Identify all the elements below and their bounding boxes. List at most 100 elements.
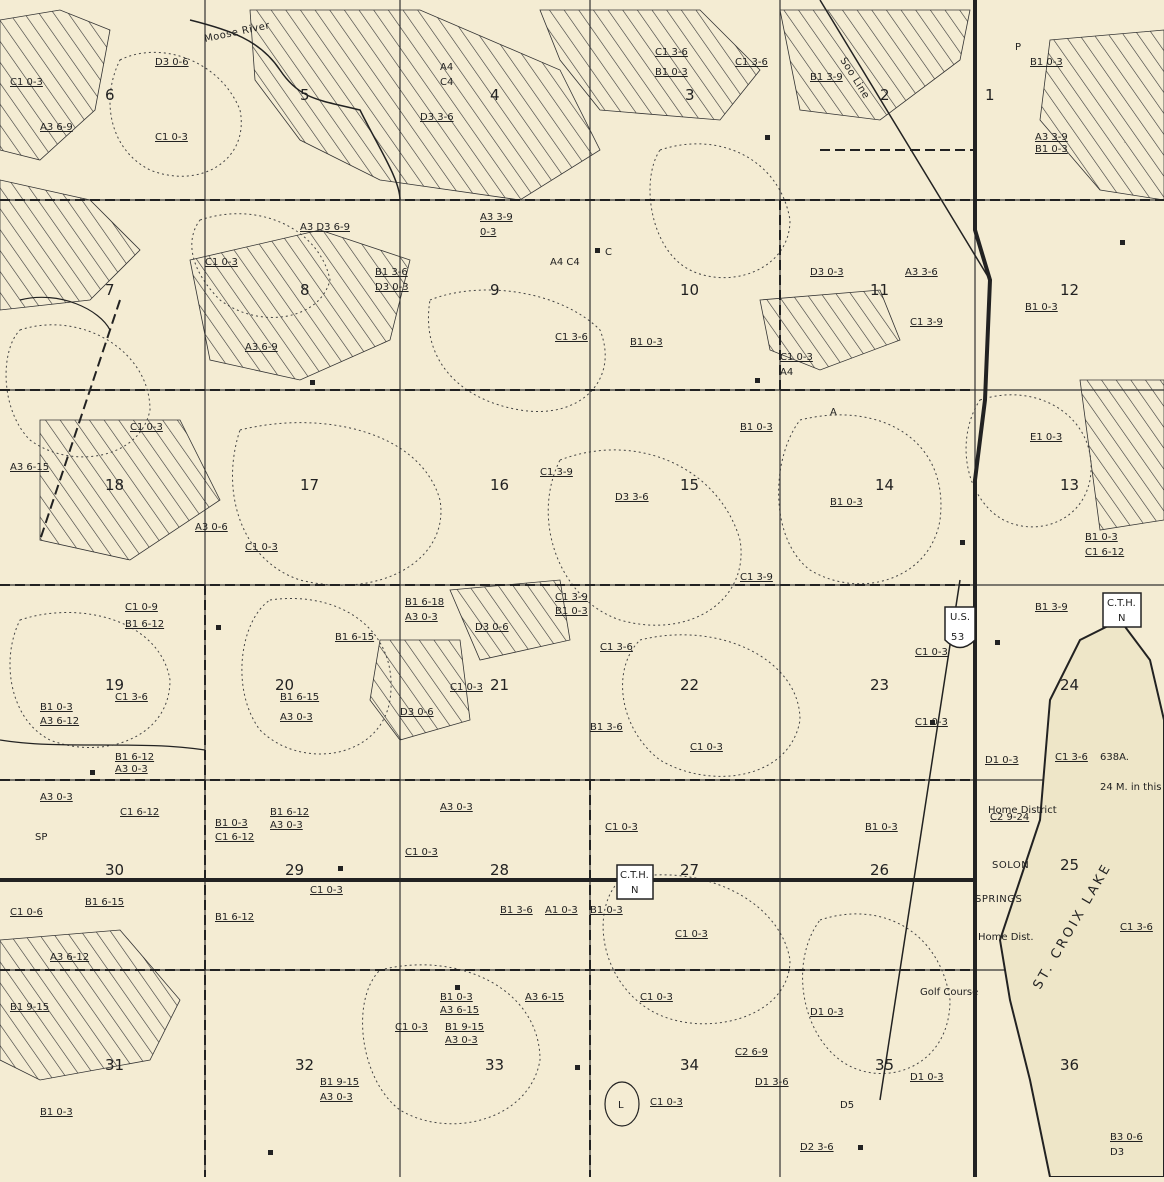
soil-label: B1 6-15 — [335, 632, 374, 643]
soil-label: D3 0-6 — [475, 622, 509, 633]
section-33: 33 — [485, 1056, 504, 1074]
hatch-area-east-sec12 — [1079, 379, 1164, 531]
section-30: 30 — [105, 861, 124, 879]
soil-label: B1 9-15 — [10, 1002, 49, 1013]
soil-label: B1 3-9 — [810, 72, 843, 83]
us-53-shield: U.S. 53 — [944, 606, 976, 649]
soil-label: A3 3-9 — [1035, 132, 1068, 143]
us-shield-label: U.S. — [950, 612, 970, 623]
acreage-label: 638A. — [1100, 752, 1129, 763]
soil-label: C1 3-6 — [655, 47, 688, 58]
hatch-area-sw — [0, 929, 181, 1081]
soil-boundary-13 — [362, 964, 541, 1125]
soil-label: C1 0-6 — [10, 907, 43, 918]
soil-label: C1 0-3 — [155, 132, 188, 143]
soil-boundary-2 — [191, 213, 331, 318]
soil-label: A3 0-3 — [40, 792, 73, 803]
soo-line-railroad — [819, 0, 991, 281]
section-14: 14 — [875, 476, 894, 494]
section-34: 34 — [680, 1056, 699, 1074]
section-18: 18 — [105, 476, 124, 494]
creek-west — [19, 296, 111, 331]
soil-label: A4 — [780, 367, 793, 378]
soil-label: C1 0-3 — [605, 822, 638, 833]
soil-label: B1 0-3 — [1085, 532, 1118, 543]
soil-label: D1 3-6 — [755, 1077, 789, 1088]
soil-label: A3 6-15 — [440, 1005, 479, 1016]
hatch-area-sec18 — [39, 419, 221, 561]
soil-label: C1 0-3 — [245, 542, 278, 553]
cth-letter: N — [1118, 613, 1126, 624]
soil-label: C1 0-3 — [130, 422, 163, 433]
section-32: 32 — [295, 1056, 314, 1074]
soil-label: C1 3-6 — [1055, 752, 1088, 763]
soil-label: L — [618, 1100, 624, 1111]
section-15: 15 — [680, 476, 699, 494]
soil-label: C1 0-3 — [915, 647, 948, 658]
section-8: 8 — [300, 281, 310, 299]
soil-label: A3 6-15 — [10, 462, 49, 473]
section-5: 5 — [300, 86, 310, 104]
section-26: 26 — [870, 861, 889, 879]
soil-label: C2 6-9 — [735, 1047, 768, 1058]
soil-label: B1 6-12 — [270, 807, 309, 818]
soil-label: B1 6-15 — [85, 897, 124, 908]
section-10: 10 — [680, 281, 699, 299]
soil-label: C1 0-3 — [10, 77, 43, 88]
soil-labels: C1 0-3 A3 6-9 C1 0-3 D3 0-6 A4 C4 D3 3-6… — [10, 42, 1153, 1158]
soil-label: 0-3 — [480, 227, 496, 238]
soil-label: A3 0-3 — [445, 1035, 478, 1046]
moose-river — [189, 19, 401, 201]
hatch-area-west-mid — [0, 179, 141, 311]
soil-label: B1 6-12 — [115, 752, 154, 763]
section-28: 28 — [490, 861, 509, 879]
us-shield-number: 53 — [951, 632, 965, 643]
soil-boundary-3 — [428, 289, 606, 412]
soil-label: D1 0-3 — [910, 1072, 944, 1083]
section-11: 11 — [870, 281, 889, 299]
railroad-south — [879, 579, 961, 1101]
soil-label: A1 0-3 — [545, 905, 578, 916]
hatch-area-sec20 — [369, 639, 471, 741]
soil-label: B1 3-6 — [500, 905, 533, 916]
section-7: 7 — [105, 281, 115, 299]
section-22: 22 — [680, 676, 699, 694]
soil-label: C1 0-3 — [310, 885, 343, 896]
hatch-area-north-center — [539, 9, 761, 121]
hatch-area-ne — [779, 9, 971, 121]
hatch-area-sec10 — [759, 289, 901, 371]
soil-boundary-15 — [5, 324, 151, 458]
section-36: 36 — [1060, 1056, 1079, 1074]
soil-label: A3 6-12 — [50, 952, 89, 963]
hatch-area-sec21 — [449, 579, 571, 661]
soil-label: C1 0-3 — [205, 257, 238, 268]
hatch-area-nw — [0, 9, 111, 161]
section-4: 4 — [490, 86, 500, 104]
soil-label: C1 0-3 — [405, 847, 438, 858]
soil-label: C4 — [440, 77, 453, 88]
section-13: 13 — [1060, 476, 1079, 494]
soil-label: B1 6-15 — [280, 692, 319, 703]
us-53-highway — [973, 0, 993, 1177]
soil-label: C1 6-12 — [120, 807, 159, 818]
soil-label: D3 0-6 — [155, 57, 189, 68]
soil-boundary-6 — [547, 449, 742, 626]
soil-label: C1 3-6 — [115, 692, 148, 703]
soil-label: B1 0-3 — [1025, 302, 1058, 313]
soil-label: C1 3-9 — [740, 572, 773, 583]
soil-boundary-11 — [602, 874, 791, 1025]
soil-label: A3 0-3 — [115, 764, 148, 775]
soil-label: C1 0-3 — [780, 352, 813, 363]
soil-label: B1 6-18 — [405, 597, 444, 608]
pond — [604, 1081, 640, 1127]
section-19: 19 — [105, 676, 124, 694]
soil-label: B1 0-3 — [655, 67, 688, 78]
soil-label: D5 — [840, 1100, 854, 1111]
soil-label: D3 3-6 — [420, 112, 454, 123]
soil-label: B1 0-3 — [1035, 144, 1068, 155]
section-17: 17 — [300, 476, 319, 494]
soil-label: B1 0-3 — [215, 818, 248, 829]
soil-label: E1 0-3 — [1030, 432, 1062, 443]
soil-label: D3 — [1110, 1147, 1124, 1158]
